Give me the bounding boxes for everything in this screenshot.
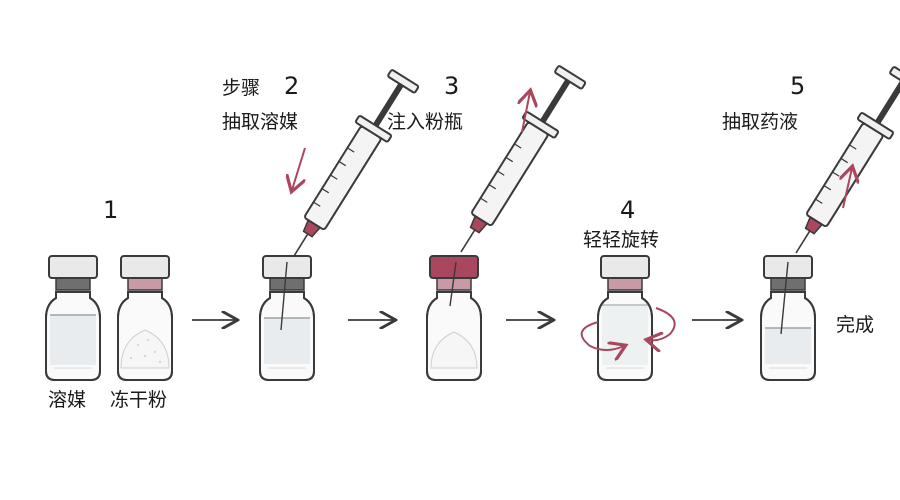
- vial-step5: [760, 255, 816, 381]
- step2-prefix: 步骤: [222, 77, 261, 99]
- swirl-arrows-icon: [580, 307, 676, 350]
- step4-label: 轻轻旋转: [583, 229, 660, 251]
- arrow-up-step5: [843, 168, 852, 209]
- step5-label: 抽取药液: [722, 111, 799, 133]
- step1-label-powder: 冻干粉: [110, 389, 168, 411]
- vial-step2: [259, 255, 315, 381]
- step2-label: 抽取溶媒: [222, 111, 299, 133]
- vial-step3: [426, 255, 482, 381]
- vial-solvent: [45, 255, 101, 381]
- vial-powder: [117, 255, 173, 381]
- arrow-down-step2: [292, 147, 306, 190]
- step4-number: 4: [620, 196, 636, 224]
- step2-number: 2: [284, 72, 300, 100]
- step3-label: 注入粉瓶: [387, 111, 464, 133]
- done-label: 完成: [836, 314, 875, 336]
- step1-label-solvent: 溶媒: [48, 389, 87, 411]
- syringe-step3: [445, 64, 589, 262]
- arrow-up-step3: [522, 92, 530, 133]
- step1-number: 1: [103, 196, 119, 224]
- step3-number: 3: [444, 72, 460, 100]
- vial-step4: [597, 255, 653, 381]
- step5-number: 5: [790, 72, 806, 100]
